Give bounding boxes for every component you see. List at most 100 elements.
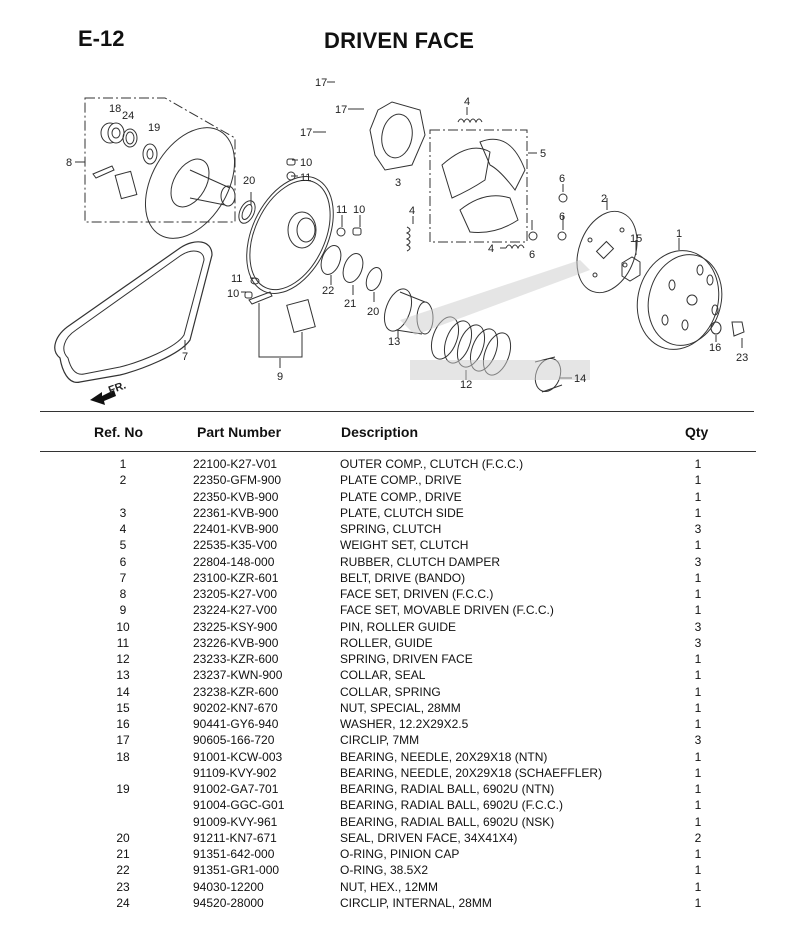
callout-19: 19 (148, 122, 160, 134)
ref-cell: 24 (116, 895, 130, 910)
callout-14: 14 (574, 373, 586, 385)
ref-cell: 20 (116, 830, 130, 845)
qty-cell: 1 (694, 457, 702, 471)
instruction-card (286, 299, 316, 333)
part-number-cell: 23100-KZR-601 (193, 570, 279, 585)
description-cell: WASHER, 12.2X29X2.5 (340, 717, 469, 731)
description-cell: CIRCLIP, INTERNAL, 28MM (340, 895, 492, 910)
part-number-cell: 23237-KWN-900 (193, 668, 283, 683)
qty-cell: 3 (694, 635, 702, 650)
description-cell: SEAL, DRIVEN FACE, 34X41X4) (340, 830, 518, 845)
part-number-cell: 91211-KN7-671 (193, 830, 277, 845)
description-cell: BELT, DRIVE (BANDO) (340, 570, 466, 585)
ref-cell: 5 (119, 538, 127, 553)
part-number-cell: 90605-166-720 (193, 733, 275, 748)
roller-part (250, 277, 260, 285)
qty-cell: 1 (694, 684, 702, 699)
clutch-weight (479, 138, 526, 191)
part-number-cell: 23225-KSY-900 (193, 619, 278, 634)
page-title: DRIVEN FACE (324, 28, 475, 53)
callout-17: 17 (335, 104, 347, 116)
damper-part (558, 193, 568, 203)
description-cell: SPRING, DRIVEN FACE (340, 652, 473, 666)
o-ring-part (320, 245, 342, 275)
ref-cell: 15 (116, 700, 130, 715)
ref-cell: 16 (116, 717, 130, 731)
part-number-cell: 91004-GGC-G01 (193, 798, 285, 813)
table-row: 91004-GGC-G01 BEARING, RADIAL BALL, 6902U… (0, 797, 800, 813)
qty-cell: 3 (694, 619, 702, 634)
qty-cell: 1 (694, 652, 702, 666)
callout-12: 12 (460, 379, 472, 391)
callout-17: 17 (315, 77, 327, 89)
part-number-cell: 22804-148-000 (193, 554, 275, 569)
seal-part (365, 266, 383, 292)
description-cell: PIN, ROLLER GUIDE (340, 619, 457, 634)
description-cell: PLATE COMP., DRIVE (340, 473, 462, 488)
qty-cell: 1 (694, 603, 702, 618)
part-number-cell: 23233-KZR-600 (193, 652, 279, 666)
callout-4: 4 (409, 205, 415, 217)
ref-cell: 23 (116, 879, 130, 894)
description-cell: COLLAR, SEAL (340, 668, 426, 683)
callout-4: 4 (488, 243, 494, 255)
front-direction-arrow: FR. (90, 379, 128, 405)
pin-part (92, 165, 115, 179)
movable-driven-face-part (246, 176, 334, 294)
callout-5: 5 (540, 148, 546, 160)
part-number-cell: 91002-GA7-701 (193, 782, 279, 796)
callout-6: 6 (559, 211, 565, 223)
qty-cell: 1 (694, 895, 702, 910)
description-cell: BEARING, RADIAL BALL, 6902U (F.C.C.) (340, 798, 563, 813)
callout-2: 2 (601, 193, 607, 205)
pin-part (352, 227, 362, 236)
part-number-cell: 23238-KZR-600 (193, 684, 279, 699)
ref-cell: 8 (119, 587, 127, 601)
qty-cell: 1 (694, 782, 702, 796)
description-cell: PLATE, CLUTCH SIDE (340, 505, 464, 520)
part-number-cell: 94030-12200 (193, 879, 264, 894)
part-number-cell: 23226-KVB-900 (193, 635, 279, 650)
instruction-card (114, 170, 138, 200)
drive-belt-part (54, 241, 213, 383)
qty-cell: 1 (694, 587, 702, 601)
ref-cell: 3 (119, 505, 127, 520)
roller-part (336, 227, 346, 237)
clutch-spring (457, 118, 483, 124)
ref-cell: 6 (119, 554, 127, 569)
part-number-cell: 22401-KVB-900 (193, 522, 279, 536)
description-cell: FACE SET, DRIVEN (F.C.C.) (340, 587, 494, 601)
part-number-cell: 22350-KVB-900 (193, 489, 279, 504)
washer-part (710, 321, 722, 335)
callout-11: 11 (300, 172, 311, 184)
description-cell: O-RING, PINION CAP (340, 847, 460, 861)
front-label: FR. (107, 379, 128, 396)
description-cell: BEARING, RADIAL BALL, 6902U (NSK) (340, 814, 555, 829)
header-qty: Qty (685, 424, 709, 440)
callout-18: 18 (109, 103, 121, 115)
description-cell: BEARING, RADIAL BALL, 6902U (NTN) (340, 782, 555, 796)
callout-13: 13 (388, 336, 400, 348)
part-number-cell: 91001-KCW-003 (193, 749, 283, 764)
description-cell: SPRING, CLUTCH (340, 522, 442, 536)
ref-cell: 7 (119, 570, 127, 585)
part-number-cell: 91351-642-000 (193, 847, 275, 861)
qty-cell: 1 (694, 570, 702, 585)
part-number-cell: 90202-KN7-670 (193, 700, 278, 715)
callout-22: 22 (322, 285, 334, 297)
qty-cell: 2 (694, 830, 702, 845)
callout-10: 10 (300, 157, 312, 169)
clutch-plate-part (369, 101, 426, 171)
callout-15: 15 (630, 233, 642, 245)
